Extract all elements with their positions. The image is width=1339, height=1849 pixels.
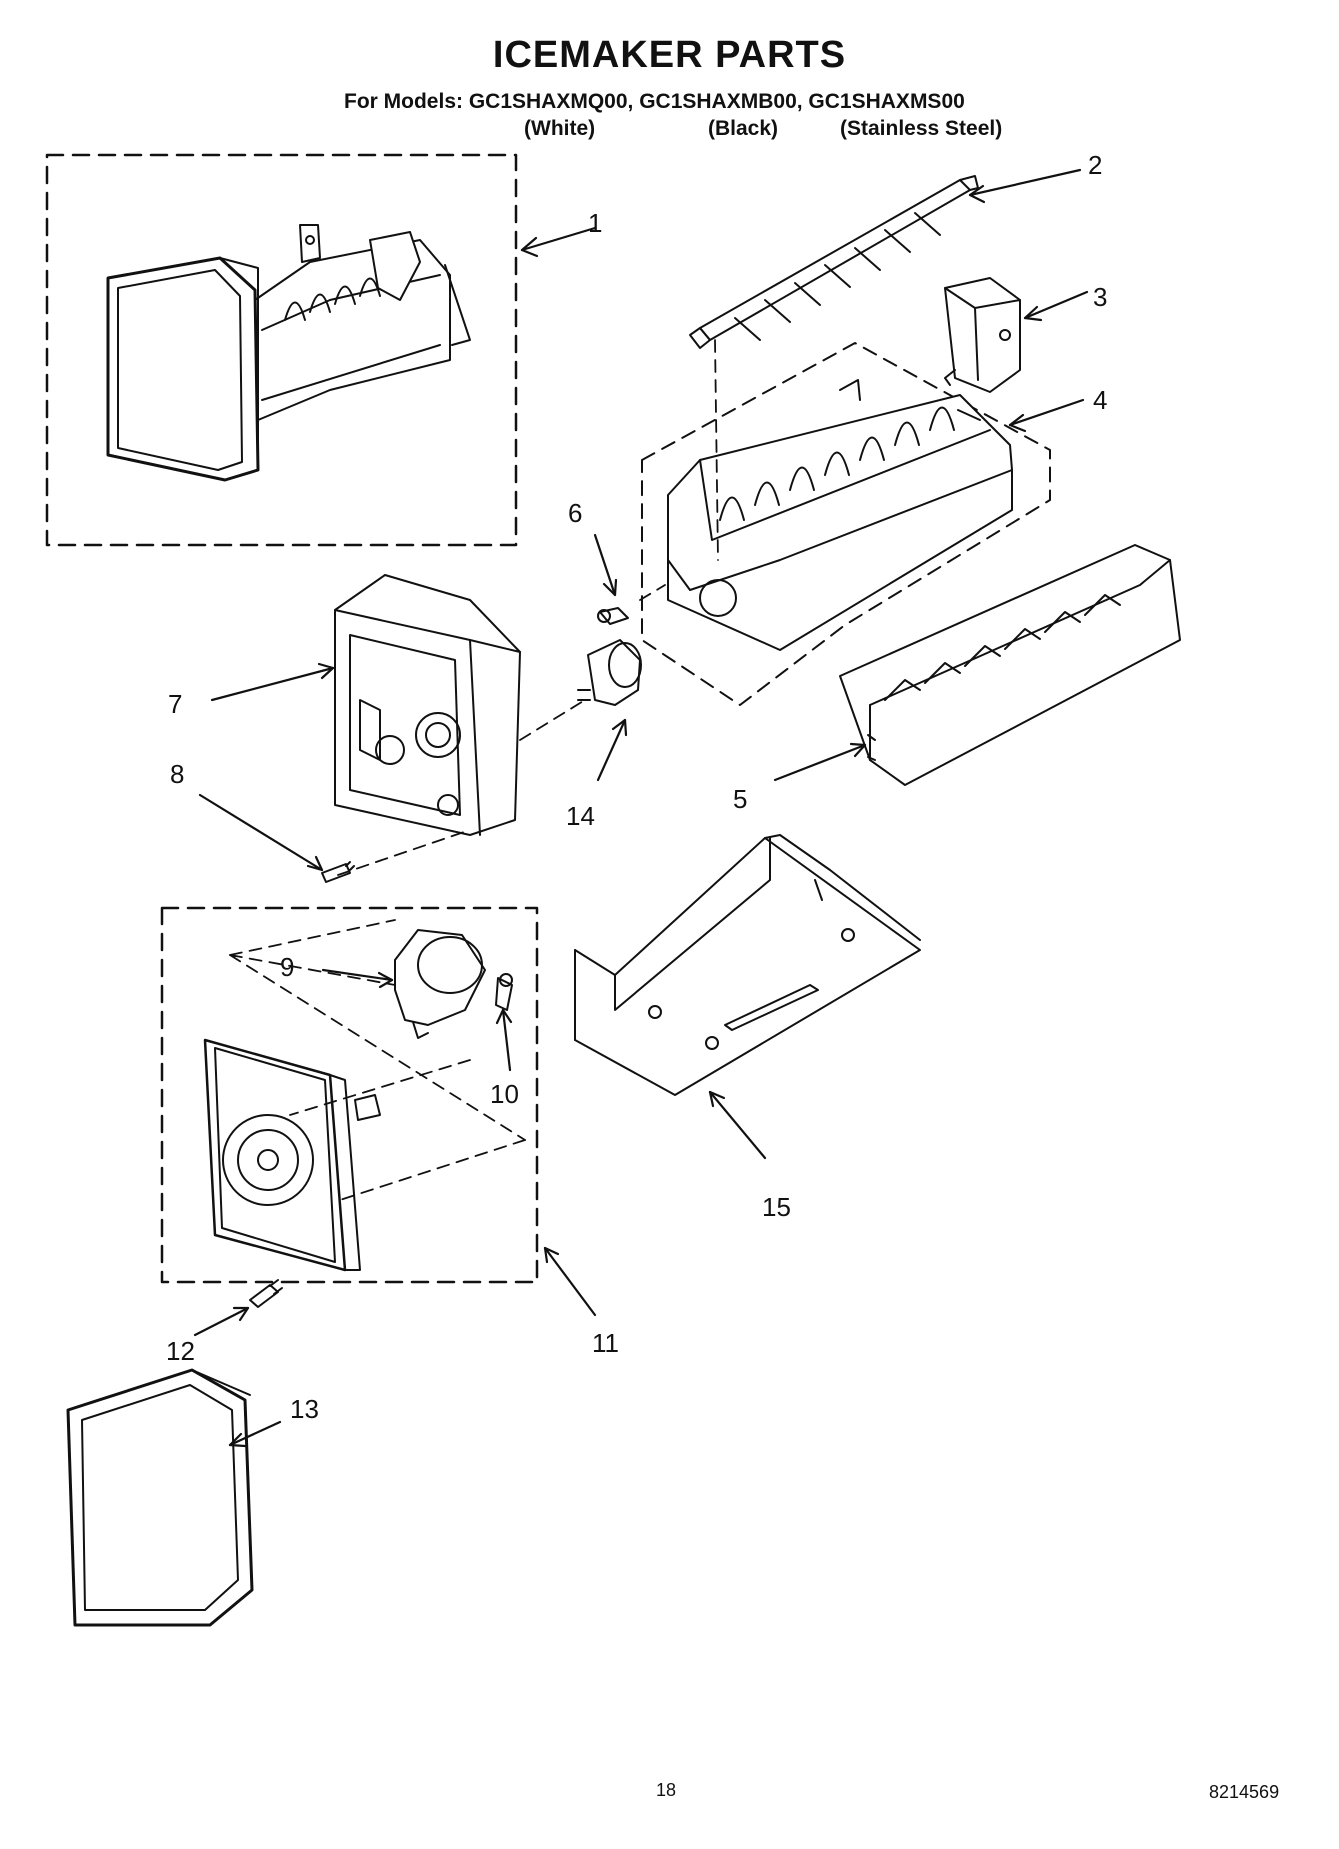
models-line: For Models: GC1SHAXMQ00, GC1SHAXMB00, GC… (344, 90, 965, 113)
part-4-mold (641, 342, 1051, 706)
callout-10: 10 (490, 1079, 519, 1109)
callout-11: 11 (592, 1328, 619, 1358)
callout-9: 9 (280, 952, 294, 982)
variant-black: (Black) (708, 117, 779, 140)
part-6-cam-follower (597, 607, 629, 625)
alignment-lines (229, 339, 719, 1201)
leader-arrows (193, 168, 1089, 1448)
part-9-motor (394, 929, 486, 1039)
document-number: 8214569 (1209, 1782, 1280, 1802)
callout-15: 15 (762, 1192, 791, 1222)
variant-white: (White) (524, 117, 596, 140)
part-2-ejector (689, 175, 979, 349)
variant-stainless-steel: (Stainless Steel) (840, 117, 1003, 140)
part-13-front-cover (66, 1368, 254, 1627)
part-7-housing (334, 574, 521, 836)
callout-1: 1 (588, 208, 602, 238)
callout-6: 6 (568, 498, 582, 528)
callout-labels: 1 2 3 4 5 6 7 8 9 10 11 12 13 14 15 (166, 150, 1107, 1424)
callout-12: 12 (166, 1336, 195, 1366)
callout-8: 8 (170, 759, 184, 789)
callout-2: 2 (1088, 150, 1102, 180)
part-8-screw (321, 861, 355, 883)
callout-4: 4 (1093, 385, 1107, 415)
callout-14: 14 (566, 801, 595, 831)
callout-13: 13 (290, 1394, 319, 1424)
part-5-ice-stripper (839, 544, 1181, 786)
part-11-module-assembly (160, 906, 539, 1284)
part-1-icemaker-assembly (45, 153, 518, 547)
callout-5: 5 (733, 784, 747, 814)
page-title: ICEMAKER PARTS (492, 34, 847, 76)
part-14-thermostat (577, 639, 642, 706)
part-15-shield (574, 834, 921, 1096)
part-12-screw (249, 1279, 283, 1308)
part-3-fill-cup (944, 277, 1021, 393)
part-10-screw (495, 973, 513, 1011)
page-number: 18 (656, 1780, 677, 1800)
callout-3: 3 (1093, 282, 1107, 312)
callout-7: 7 (168, 689, 182, 719)
